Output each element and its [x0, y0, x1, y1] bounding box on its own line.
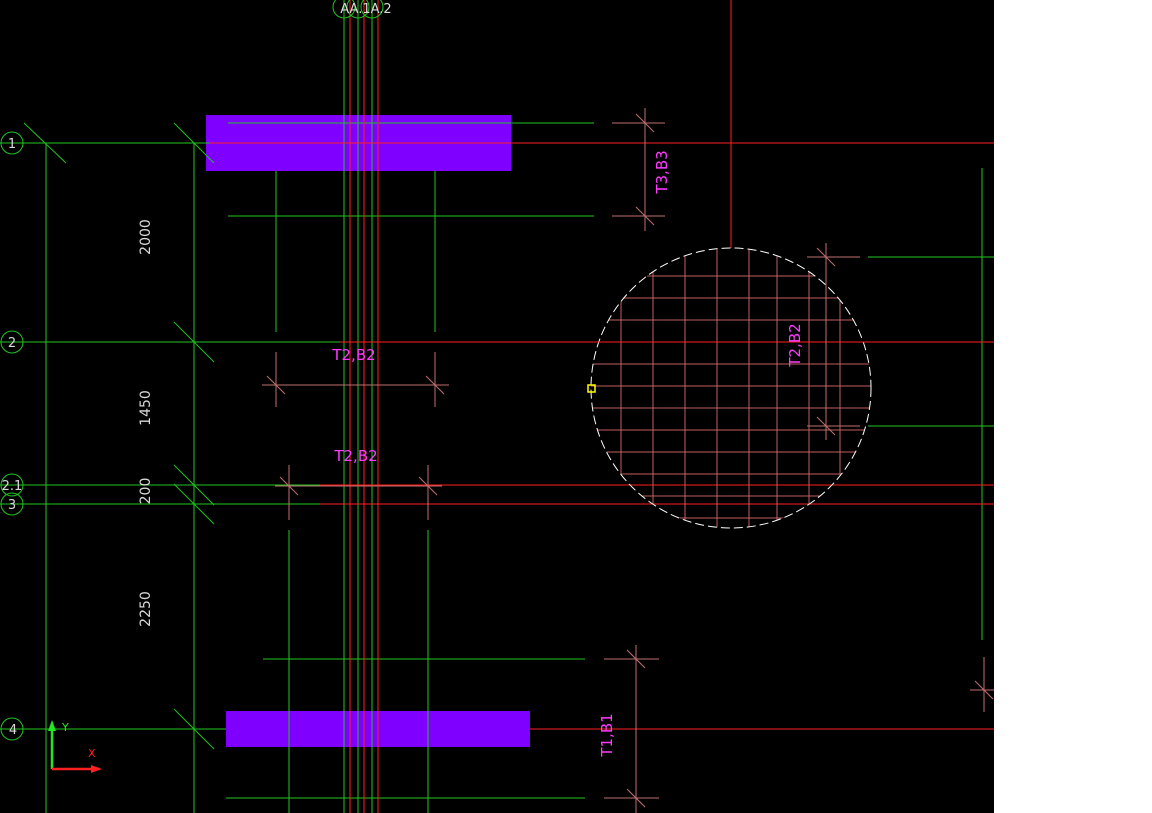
grid-bubble-icon: [0, 330, 24, 354]
grid-bubble-icon: [360, 0, 384, 19]
grid-bubble-icon: [0, 492, 24, 516]
ucs-icon: Y X: [48, 720, 102, 773]
row-label-1: 1: [8, 137, 16, 152]
ucs-y-label: Y: [61, 721, 69, 734]
drawing-viewport[interactable]: 1 2 2.1 3 4 AA.1A.2 2000 1450 200 2250 T…: [0, 0, 994, 813]
dimension-2250: 2250: [138, 591, 154, 627]
dimension-1450: 1450: [138, 390, 154, 426]
snap-marker-icon: [587, 384, 596, 393]
rebar-extents[interactable]: [262, 108, 994, 813]
ucs-x-label: X: [88, 747, 96, 760]
row-label-2-1: 2.1: [2, 479, 23, 494]
rebar-label-top-right[interactable]: T3,B3: [653, 150, 671, 194]
empty-panel: [994, 0, 1152, 813]
row-axis-bubbles: [0, 131, 24, 741]
grid-lines[interactable]: [210, 0, 994, 813]
rebar-label-bottom-right[interactable]: T1,B1: [598, 713, 616, 757]
row-label-3: 3: [8, 498, 16, 513]
beam-end-marks: [23, 122, 215, 750]
dimension-200: 200: [138, 478, 154, 505]
cad-canvas[interactable]: 1 2 2.1 3 4 AA.1A.2 2000 1450 200 2250 T…: [0, 0, 994, 813]
rebar-label-circle[interactable]: T2,B2: [786, 323, 804, 367]
rebar-label-middle-upper[interactable]: T2,B2: [331, 346, 375, 364]
column-axis-bubbles: [332, 0, 384, 19]
slab-opening[interactable]: [590, 247, 872, 529]
beam-lines[interactable]: [0, 0, 994, 813]
grid-bubble-icon: [0, 473, 24, 497]
grid-bubble-icon: [0, 717, 24, 741]
grid-bubble-icon: [332, 0, 356, 19]
grid-bubble-icon: [0, 131, 24, 155]
column-axis-labels: AA.1A.2: [340, 2, 391, 17]
grid-bubble-icon: [346, 0, 370, 19]
row-label-4: 4: [9, 723, 17, 738]
rebar-label-middle-lower[interactable]: T2,B2: [333, 447, 377, 465]
row-label-2: 2: [8, 336, 16, 351]
dimension-2000: 2000: [138, 219, 154, 255]
